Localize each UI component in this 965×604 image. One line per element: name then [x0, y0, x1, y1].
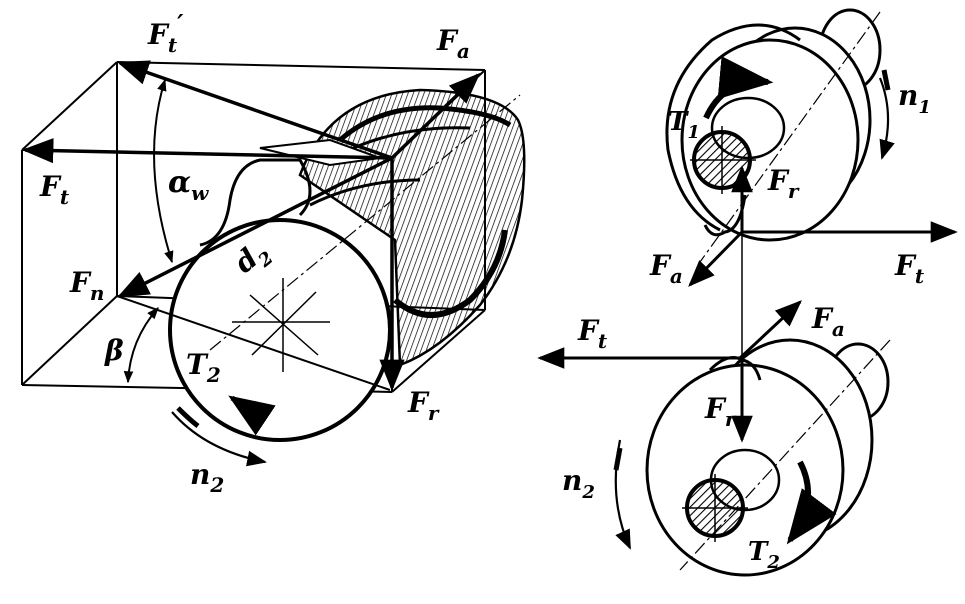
bottom-gear: [613, 338, 891, 577]
label-beta: β: [104, 334, 124, 367]
fn-vector: [117, 156, 393, 298]
labels-left: Ft′ Fa Ft αw d2 Fn β T2 Fr n2: [39, 9, 470, 497]
label-t1: T1: [668, 107, 700, 143]
beta-arc: [123, 307, 159, 384]
label-fa: Fa: [436, 24, 470, 63]
label-bottom-fr: Fr: [704, 392, 737, 431]
force-vectors-left: [21, 60, 481, 392]
label-top-fa: Fa: [649, 249, 683, 288]
label-top-ft: Ft: [894, 249, 925, 288]
label-bottom-n2: n2: [562, 464, 595, 503]
label-n2: n2: [190, 458, 224, 497]
ft-prime-vector: [117, 60, 393, 160]
top-fa-vector: [688, 230, 744, 287]
label-ft-prime: Ft′: [147, 9, 184, 57]
t1-torque-arrow: [703, 56, 774, 120]
alpha-w-arc: [153, 78, 174, 264]
gear-front-circle: [168, 218, 392, 442]
fa-vector: [390, 72, 481, 160]
left-helical-gear-view: Ft′ Fa Ft αw d2 Fn β T2 Fr n2: [21, 9, 526, 497]
force-vectors-right: [537, 165, 958, 443]
label-bottom-t2: T2: [748, 537, 780, 573]
ft-vector: [21, 138, 393, 164]
label-bottom-ft: Ft: [577, 314, 608, 353]
right-gear-pair-view: T1 n1 Fr Fa Ft Ft Fa Fr n2 T2: [537, 8, 958, 577]
labels-right: T1 n1 Fr Fa Ft Ft Fa Fr n2 T2: [562, 79, 931, 573]
label-top-fr: Fr: [767, 164, 800, 203]
n1-rotation-arrow: [878, 77, 895, 160]
label-n1: n1: [898, 79, 931, 118]
n2-rotation-arrow: [171, 411, 267, 467]
label-ft: Ft: [39, 170, 70, 209]
label-fn: Fn: [69, 266, 104, 305]
label-bottom-fa: Fa: [811, 302, 845, 341]
top-gear: [665, 8, 895, 263]
rotation-arrows-left: [171, 395, 276, 467]
bottom-fa-vector: [738, 300, 802, 360]
label-t2: T2: [186, 348, 221, 387]
label-alpha-w: αw: [168, 165, 209, 205]
label-fr: Fr: [407, 386, 440, 425]
angle-arcs-left: [123, 78, 174, 384]
t2-torque-arrow: [228, 395, 276, 436]
t2-torque-arrow-right: [786, 460, 837, 545]
